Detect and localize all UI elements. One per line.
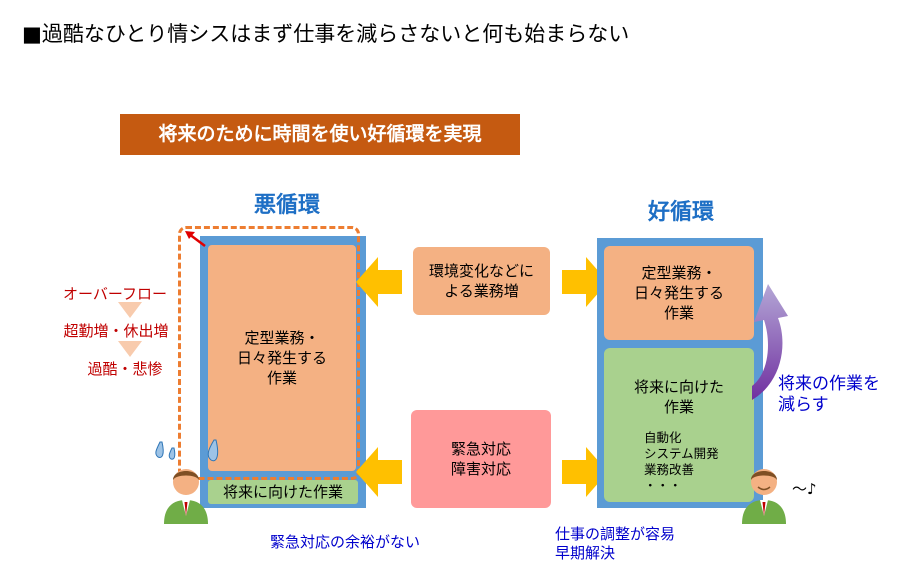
- left-future-work-label: 将来に向けた作業: [208, 480, 358, 504]
- yellow-arrow-icon: [562, 257, 608, 307]
- humming-note: ～♪: [792, 480, 817, 498]
- right-routine-box: 定型業務・ 日々発生する 作業: [604, 246, 754, 340]
- yellow-arrow-icon: [356, 257, 402, 307]
- list-item: ・・・: [644, 478, 682, 493]
- left-caption: 緊急対応の余裕がない: [270, 533, 421, 551]
- person-happy-icon: [742, 469, 786, 524]
- right-caption: 仕事の調整が容易 早期解決: [555, 525, 676, 562]
- yellow-arrow-icon: [356, 447, 402, 497]
- environment-change-box: 環境変化などに よる業務増: [413, 247, 550, 315]
- future-work-list: 自動化 システム開発 業務改善 ・・・: [644, 430, 719, 494]
- chain-item-harsh: 過酷・悲惨: [87, 360, 163, 378]
- person-stressed-icon: [164, 469, 208, 524]
- sweat-drop-icon: [155, 441, 176, 460]
- reduce-future-work-label: 将来の作業を 減らす: [778, 374, 880, 415]
- list-item: システム開発: [644, 446, 719, 461]
- vicious-cycle-heading: 悪循環: [253, 193, 320, 218]
- overflow-dashed-outline: [178, 226, 360, 480]
- purple-curved-arrow-icon: [752, 284, 788, 400]
- chevron-down-icon: [118, 341, 142, 357]
- subtitle-banner: 将来のために時間を使い好循環を実現: [120, 114, 520, 155]
- virtuous-cycle-heading: 好循環: [647, 200, 714, 225]
- list-item: 自動化: [644, 430, 682, 445]
- left-routine-box: 定型業務・ 日々発生する 作業: [208, 245, 356, 471]
- chain-item-overflow: オーバーフロー: [63, 285, 167, 303]
- right-future-work-title: 将来に向けた 作業: [633, 378, 724, 416]
- chain-item-overtime: 超勤増・休出増: [63, 322, 169, 340]
- list-item: 業務改善: [644, 462, 695, 477]
- chevron-down-icon: [118, 302, 142, 318]
- emergency-response-box: 緊急対応 障害対応: [411, 410, 551, 508]
- sweat-drop-icon: [207, 439, 219, 462]
- red-arrow-icon: [185, 231, 206, 247]
- right-future-work-box: 将来に向けた 作業 自動化 システム開発 業務改善 ・・・: [604, 348, 754, 502]
- yellow-arrow-icon: [562, 447, 608, 497]
- page-title: ■過酷なひとり情シスはまず仕事を減らさないと何も始まらない: [22, 22, 630, 46]
